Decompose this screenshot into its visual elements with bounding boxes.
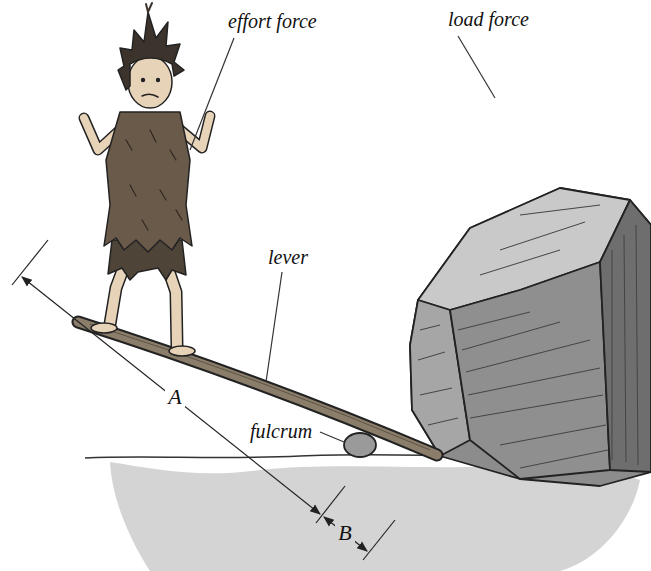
leader-lines: [190, 36, 495, 442]
leader-line: [320, 432, 344, 442]
dimension-label: B: [335, 520, 354, 545]
caveman-foot: [169, 346, 195, 356]
leader-line: [458, 36, 495, 98]
boulder-outline: [410, 188, 651, 486]
caveman-fur-tunic: [104, 112, 192, 252]
leader-line: [190, 38, 234, 150]
caveman-figure: [84, 3, 210, 356]
dimension-tick: [363, 520, 395, 560]
force-label: load force: [448, 8, 529, 31]
boulder: [410, 188, 651, 486]
dimension-arrow: [324, 517, 367, 551]
caveman-hair: [118, 12, 184, 90]
dimension-tick: [12, 240, 48, 285]
dimension-arrow: [22, 277, 320, 514]
caveman-foot: [91, 323, 117, 333]
dimension-lines: [12, 240, 395, 560]
fulcrum-stone: [344, 433, 376, 457]
part-label: lever: [268, 246, 308, 269]
boulder-hatching: [418, 205, 638, 468]
dimension-label: A: [165, 384, 184, 409]
dimension-tick: [316, 486, 345, 523]
caveman-head: [128, 56, 172, 108]
part-label: fulcrum: [250, 420, 312, 443]
leader-line: [266, 272, 282, 382]
boulder-right-face: [600, 200, 651, 472]
force-label: effort force: [228, 10, 317, 33]
boulder-front-face: [450, 262, 610, 479]
lever-stick: [78, 322, 437, 455]
